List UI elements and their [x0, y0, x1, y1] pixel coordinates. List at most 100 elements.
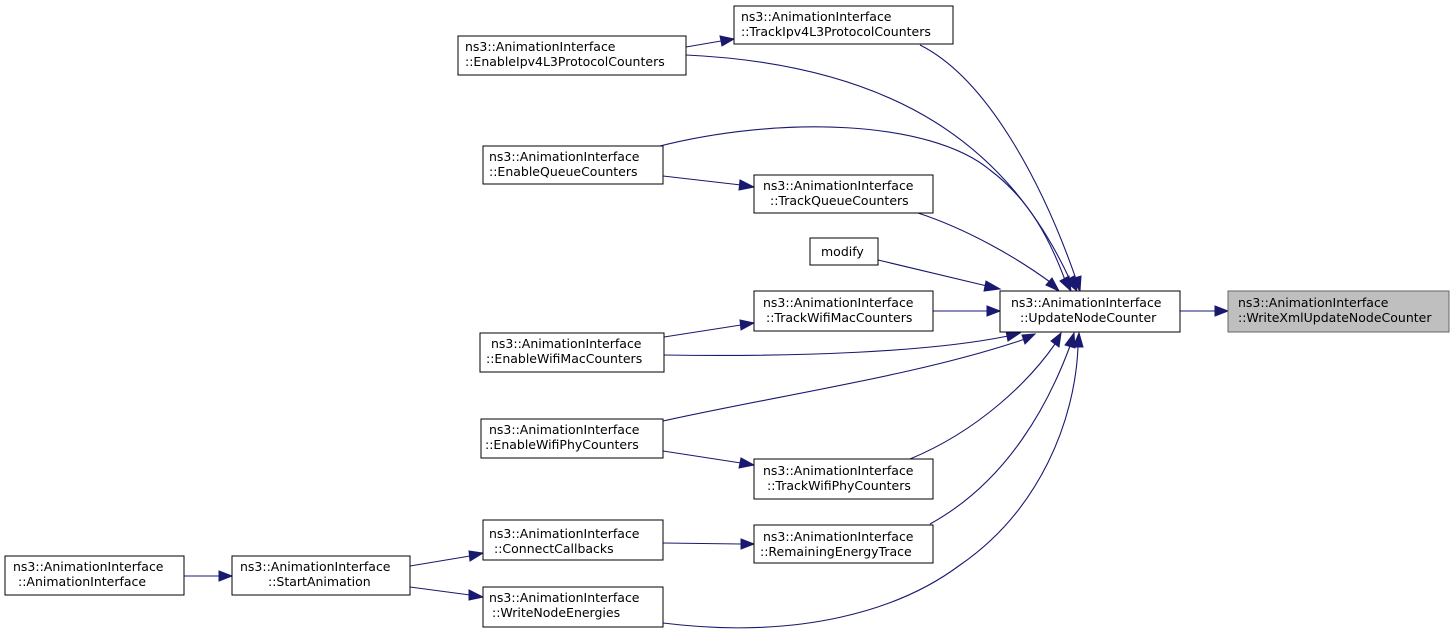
- node-box: [482, 145, 664, 185]
- node-label-line1: ns3::AnimationInterface: [489, 590, 640, 605]
- node-box: [479, 332, 665, 373]
- edge-trackwifiphy-to-update: [909, 343, 1056, 460]
- node-box: [753, 174, 934, 214]
- node-enable-ipv4-l3-protocol-counters[interactable]: ns3::AnimationInterface ::EnableIpv4L3Pr…: [457, 35, 687, 76]
- edge-enablewifiphy-to-update-arrow: [1021, 333, 1037, 345]
- node-label-line2: ::TrackIpv4L3ProtocolCounters: [741, 24, 931, 39]
- node-box: [753, 290, 934, 332]
- node-box: [482, 519, 664, 561]
- node-label-line1: ns3::AnimationInterface: [489, 526, 640, 541]
- node-box: [482, 586, 664, 628]
- edge-trackqueue-to-update: [917, 212, 1051, 283]
- node-label-line2: ::UpdateNodeCounter: [1020, 310, 1157, 325]
- node-track-wifi-phy-counters[interactable]: ns3::AnimationInterface ::TrackWifiPhyCo…: [753, 458, 934, 500]
- node-label-line1: ns3::AnimationInterface: [1238, 295, 1389, 310]
- edge-writenodeenergies-to-update: [662, 346, 1079, 629]
- node-label-line1: ns3::AnimationInterface: [491, 336, 642, 351]
- node-box: [4, 555, 185, 596]
- node-box: [1227, 290, 1450, 333]
- node-box: [809, 237, 879, 266]
- node-label-line2: ::StartAnimation: [268, 574, 371, 589]
- node-label-line2: ::EnableWifiPhyCounters: [485, 437, 639, 452]
- edge-enablewifiphy-to-trackwifiphy-arrow: [738, 457, 756, 469]
- edge-connectcallbacks-to-remaining: [662, 542, 742, 545]
- node-label-line1: ns3::AnimationInterface: [489, 149, 640, 164]
- node-label-line2: ::TrackWifiMacCounters: [766, 310, 912, 325]
- node-box: [457, 35, 687, 76]
- node-label-line2: ::AnimationInterface: [18, 574, 146, 589]
- edge-enablewifimac-to-update: [663, 335, 1009, 356]
- edge-enablewifimac-to-trackwifimac-arrow: [739, 319, 756, 331]
- edge-modify-to-update-arrow: [983, 280, 1002, 292]
- node-remaining-energy-trace[interactable]: ns3::AnimationInterface ::RemainingEnerg…: [753, 524, 934, 564]
- edge-trackwifiphy-to-update-arrow: [1050, 331, 1062, 348]
- node-track-queue-counters[interactable]: ns3::AnimationInterface ::TrackQueueCoun…: [753, 174, 934, 214]
- edge-enableipv4-to-trackipv4-arrow: [719, 35, 736, 47]
- edge-start-to-writenodeenergies-arrow: [468, 589, 485, 601]
- node-label-line1: ns3::AnimationInterface: [763, 178, 914, 193]
- edge-trackwifimac-to-update-arrow: [986, 305, 1002, 317]
- edge-update-to-writexml-arrow: [1214, 305, 1230, 317]
- node-label-line1: ns3::AnimationInterface: [763, 463, 914, 478]
- edge-start-to-writenodeenergies: [409, 586, 471, 596]
- edge-enableipv4-to-trackipv4: [685, 40, 722, 48]
- node-label-line1: ns3::AnimationInterface: [741, 9, 892, 24]
- node-label-line2: ::EnableIpv4L3ProtocolCounters: [465, 54, 665, 69]
- edge-remaining-to-update: [929, 345, 1071, 525]
- edge-enableipv4-to-update: [685, 54, 1071, 281]
- node-enable-queue-counters[interactable]: ns3::AnimationInterface ::EnableQueueCou…: [482, 145, 664, 185]
- edge-connectcallbacks-to-remaining-arrow: [740, 538, 756, 550]
- edge-start-to-connectcallbacks: [409, 555, 471, 567]
- node-write-xml-update-node-counter[interactable]: ns3::AnimationInterface ::WriteXmlUpdate…: [1227, 290, 1450, 333]
- node-animation-interface[interactable]: ns3::AnimationInterface ::AnimationInter…: [4, 555, 185, 596]
- edge-enablewifiphy-to-trackwifiphy: [662, 450, 742, 464]
- edge-enablewifimac-to-trackwifimac: [663, 324, 742, 338]
- node-enable-wifi-mac-counters[interactable]: ns3::AnimationInterface ::EnableWifiMacC…: [479, 332, 665, 373]
- edge-start-to-connectcallbacks-arrow: [468, 550, 485, 562]
- edge-enablequeue-to-update: [655, 126, 1066, 281]
- node-box: [753, 524, 934, 564]
- edge-writenodeenergies-to-update-arrow: [1072, 331, 1084, 348]
- node-label-line1: ns3::AnimationInterface: [763, 529, 914, 544]
- node-box: [733, 5, 954, 45]
- edge-trackipv4-to-update: [919, 44, 1077, 280]
- node-label-line2: ::TrackWifiPhyCounters: [767, 478, 911, 493]
- node-modify[interactable]: modify: [809, 237, 879, 266]
- node-enable-wifi-phy-counters[interactable]: ns3::AnimationInterface ::EnableWifiPhyC…: [480, 418, 664, 459]
- edge-trackqueue-to-update-arrow: [1045, 277, 1061, 293]
- node-label-line1: modify: [821, 244, 864, 259]
- node-label-line2: ::ConnectCallbacks: [494, 541, 614, 556]
- edge-animationinterface-to-start-arrow: [218, 570, 234, 582]
- node-track-wifi-mac-counters[interactable]: ns3::AnimationInterface ::TrackWifiMacCo…: [753, 290, 934, 332]
- edges: [184, 35, 1230, 629]
- node-label-line2: ::WriteXmlUpdateNodeCounter: [1238, 310, 1432, 325]
- edge-remaining-to-update-arrow: [1064, 331, 1076, 349]
- node-label-line2: ::RemainingEnergyTrace: [760, 544, 912, 559]
- edge-enablequeue-to-trackqueue: [662, 175, 742, 186]
- node-box: [753, 458, 934, 500]
- node-start-animation[interactable]: ns3::AnimationInterface ::StartAnimation: [231, 555, 411, 596]
- edge-enablequeue-to-trackqueue-arrow: [738, 179, 756, 191]
- node-write-node-energies[interactable]: ns3::AnimationInterface ::WriteNodeEnerg…: [482, 586, 664, 628]
- edge-modify-to-update: [877, 259, 988, 287]
- edge-enablequeue-to-update-arrow: [1059, 275, 1072, 293]
- nodes: ns3::AnimationInterface ::WriteXmlUpdate…: [4, 5, 1450, 628]
- node-label-line2: ::WriteNodeEnergies: [492, 605, 620, 620]
- node-label-line1: ns3::AnimationInterface: [489, 422, 640, 437]
- node-connect-callbacks[interactable]: ns3::AnimationInterface ::ConnectCallbac…: [482, 519, 664, 561]
- node-box: [999, 290, 1181, 333]
- node-label-line1: ns3::AnimationInterface: [763, 295, 914, 310]
- node-label-line1: ns3::AnimationInterface: [240, 559, 391, 574]
- node-label-line2: ::EnableQueueCounters: [489, 164, 638, 179]
- node-label-line2: ::EnableWifiMacCounters: [486, 351, 642, 366]
- node-track-ipv4-l3-protocol-counters[interactable]: ns3::AnimationInterface ::TrackIpv4L3Pro…: [733, 5, 954, 45]
- node-label-line1: ns3::AnimationInterface: [465, 39, 616, 54]
- node-label-line1: ns3::AnimationInterface: [1011, 295, 1162, 310]
- node-label-line2: ::TrackQueueCounters: [770, 193, 909, 208]
- node-box: [231, 555, 411, 596]
- node-update-node-counter[interactable]: ns3::AnimationInterface ::UpdateNodeCoun…: [999, 290, 1181, 333]
- node-box: [480, 418, 664, 459]
- edge-enablewifiphy-to-update: [662, 338, 1026, 422]
- node-label-line1: ns3::AnimationInterface: [13, 559, 164, 574]
